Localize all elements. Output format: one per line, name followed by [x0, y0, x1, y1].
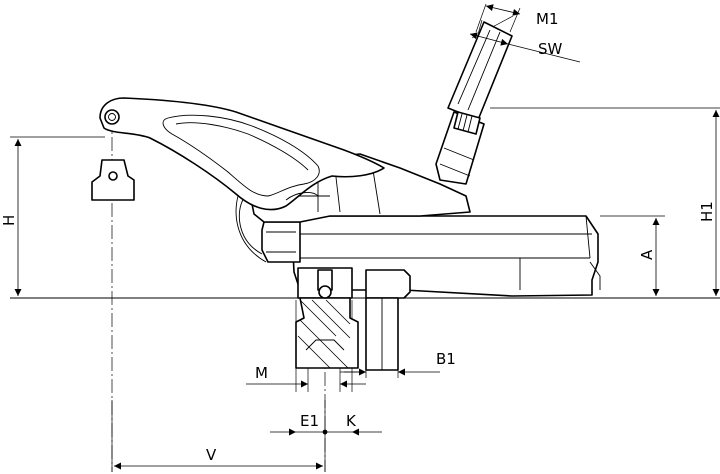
dimension-v: V — [114, 446, 323, 470]
dimension-m: M — [246, 364, 366, 388]
spindle — [435, 21, 513, 185]
clamp-lever — [99, 97, 385, 211]
dimension-m-label: M — [255, 364, 268, 382]
dimension-m1-label: M1 — [536, 10, 559, 28]
t-slot-nut — [295, 267, 359, 369]
dimension-h-label: H — [0, 215, 18, 226]
dimension-h: H — [0, 139, 22, 296]
dimension-sw: SW — [469, 32, 581, 63]
dimension-sw-label: SW — [538, 40, 563, 58]
dimension-e1-label: E1 — [300, 412, 319, 430]
guide-block — [365, 269, 411, 371]
dimension-b1: B1 — [340, 350, 456, 376]
dimension-a-label: A — [638, 249, 656, 260]
dimension-h1-label: H1 — [698, 201, 716, 222]
dimension-v-label: V — [206, 446, 217, 464]
dimension-k-label: K — [346, 412, 357, 430]
dimension-e1-k: E1 K — [270, 412, 382, 436]
pivot-bracket — [91, 159, 135, 201]
dimension-a: A — [638, 218, 660, 296]
dimension-b1-label: B1 — [436, 350, 456, 368]
dimension-m1: M1 — [485, 4, 559, 28]
dimension-h1: H1 — [698, 110, 720, 296]
